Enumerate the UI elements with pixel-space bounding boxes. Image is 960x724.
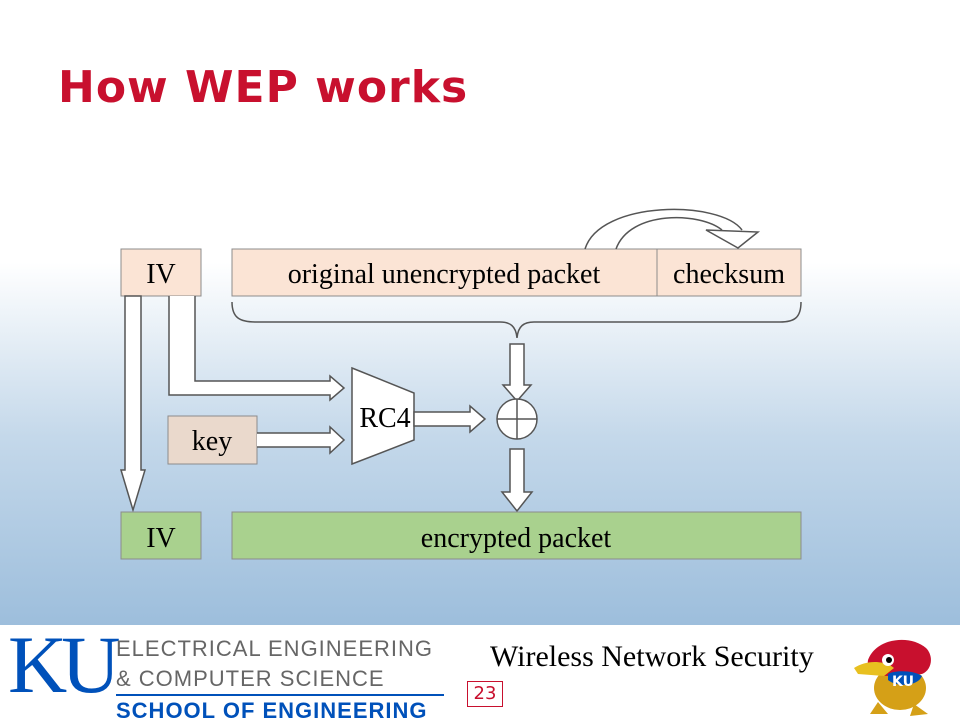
wep-diagram: IV original unencrypted packet checksum … bbox=[119, 208, 802, 560]
iv-bottom-label: IV bbox=[146, 523, 176, 554]
key-to-rc4-arrow bbox=[257, 425, 346, 455]
ku-letters: KU bbox=[8, 619, 120, 710]
logo-divider bbox=[116, 694, 444, 696]
key-box bbox=[167, 415, 258, 465]
jayhawk-mascot-icon: KU bbox=[854, 639, 931, 716]
original-packet-box bbox=[231, 248, 658, 297]
rc4-block bbox=[351, 366, 415, 466]
school-name: SCHOOL OF ENGINEERING bbox=[116, 698, 428, 723]
mascot-ku-text: KU bbox=[892, 674, 914, 690]
dept-line-2: & COMPUTER SCIENCE bbox=[116, 666, 385, 691]
xor-operator bbox=[496, 398, 538, 440]
slide-title: How WEP works bbox=[58, 62, 469, 113]
packet-brace bbox=[231, 301, 802, 339]
encrypted-packet-box bbox=[231, 511, 802, 560]
footer-background bbox=[0, 625, 960, 720]
checksum-curve-outer bbox=[584, 208, 743, 250]
encrypted-packet-label: encrypted packet bbox=[421, 523, 612, 554]
key-label: key bbox=[192, 426, 232, 457]
iv-down-arrow bbox=[119, 295, 147, 513]
iv-to-rc4-arrow bbox=[168, 296, 346, 402]
checksum-curve-inner bbox=[615, 216, 723, 250]
checksum-box bbox=[656, 248, 802, 297]
course-title: Wireless Network Security bbox=[490, 640, 814, 673]
ku-eecs-logo: KU ELECTRICAL ENGINEERING & COMPUTER SCI… bbox=[8, 624, 448, 723]
checksum-label: checksum bbox=[673, 259, 785, 290]
brace-to-xor-arrow bbox=[501, 343, 533, 403]
dept-line-1: ELECTRICAL ENGINEERING bbox=[116, 636, 434, 661]
original-packet-label: original unencrypted packet bbox=[288, 259, 601, 290]
checksum-arrowhead bbox=[705, 229, 761, 249]
iv-top-label: IV bbox=[146, 259, 176, 290]
iv-bottom-box bbox=[120, 511, 202, 560]
xor-to-encrypted-arrow bbox=[500, 448, 534, 513]
page-number: 23 bbox=[467, 681, 503, 707]
rc4-to-xor-arrow bbox=[413, 404, 487, 434]
iv-top-box bbox=[120, 248, 202, 297]
rc4-label: RC4 bbox=[359, 403, 410, 434]
